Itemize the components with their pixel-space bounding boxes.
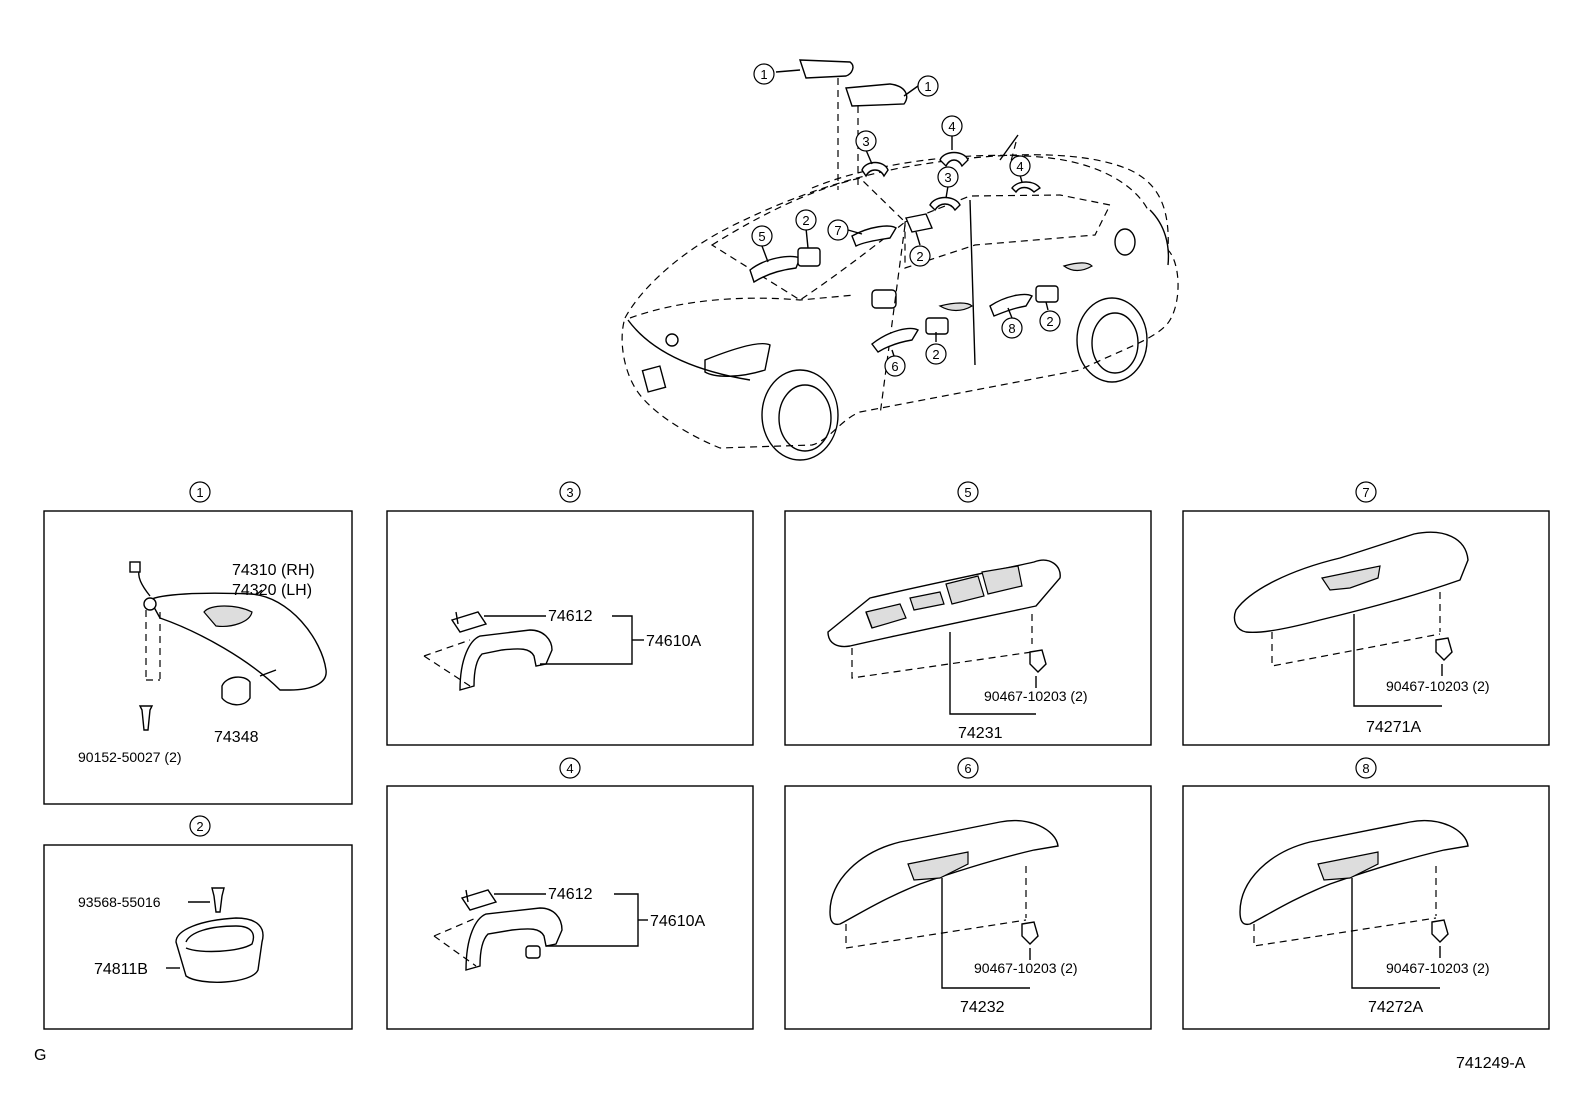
svg-text:2: 2 xyxy=(1046,314,1053,329)
coat-hook xyxy=(525,945,541,959)
grab-handle xyxy=(459,629,553,691)
svg-text:1: 1 xyxy=(760,67,767,82)
svg-text:4: 4 xyxy=(948,119,955,134)
label-74348: 74348 xyxy=(214,729,259,746)
section-number: 8 xyxy=(1362,761,1369,776)
section-number: 7 xyxy=(1362,485,1369,500)
section-4: 4 74612 74610A xyxy=(386,757,754,1030)
label-74232: 74232 xyxy=(960,999,1005,1016)
svg-text:2: 2 xyxy=(916,249,923,264)
visor-mirror xyxy=(203,605,253,627)
car-callout: 4 xyxy=(941,115,963,137)
section-1: 1 74310 (RH) 74320 (LH) 74348 90152-5002… xyxy=(43,481,353,805)
car-callout: 5 xyxy=(751,225,773,247)
section-8-box xyxy=(1182,785,1550,1030)
screw xyxy=(138,705,154,731)
label-74610a: 74610A xyxy=(646,633,701,650)
svg-text:5: 5 xyxy=(758,229,765,244)
car-callout: 2 xyxy=(795,209,817,231)
label-74811b: 74811B xyxy=(94,961,148,978)
car-callout: 7 xyxy=(827,219,849,241)
section-7: 7 90467-10203 (2) 74271A xyxy=(1182,481,1550,746)
label-93568: 93568-55016 xyxy=(78,894,161,910)
label-74610a: 74610A xyxy=(650,913,705,930)
handle-cap xyxy=(460,889,498,911)
section-number: 5 xyxy=(964,485,971,500)
car-callout: 4 xyxy=(1009,155,1031,177)
section-2: 2 93568-55016 74811B xyxy=(43,815,353,1030)
section-3: 3 74612 74610A xyxy=(386,481,754,746)
clip xyxy=(1029,649,1047,673)
car-callout: 1 xyxy=(917,75,939,97)
sun-visor xyxy=(149,592,327,691)
car-callout: 3 xyxy=(855,130,877,152)
clip xyxy=(1431,919,1449,943)
section-8: 8 90467-10203 (2) 74272A xyxy=(1182,757,1550,1030)
section-7-box xyxy=(1182,510,1550,746)
car-callout: 1 xyxy=(753,63,775,85)
section-5-box xyxy=(784,510,1152,746)
car-callout: 2 xyxy=(1039,310,1061,332)
pocket-cup xyxy=(175,917,264,983)
car-callout: 6 xyxy=(884,355,906,377)
label-90467: 90467-10203 (2) xyxy=(1386,960,1490,976)
car-callout: 2 xyxy=(925,343,947,365)
section-6: 6 90467-10203 (2) 74232 xyxy=(784,757,1152,1030)
diagram-code: 741249-A xyxy=(1456,1055,1526,1072)
label-90152: 90152-50027 (2) xyxy=(78,749,182,765)
label-90467: 90467-10203 (2) xyxy=(984,688,1088,704)
car-callouts: 1 1 3 4 3 4 2 7 5 2 2 8 2 6 xyxy=(751,63,1061,377)
svg-text:2: 2 xyxy=(932,347,939,362)
section-number: 6 xyxy=(964,761,971,776)
section-4-box xyxy=(386,785,754,1030)
section-6-box xyxy=(784,785,1152,1030)
label-74310: 74310 (RH) xyxy=(232,562,315,579)
handle-cap xyxy=(450,611,488,633)
car-callout: 3 xyxy=(937,166,959,188)
clip xyxy=(1435,637,1453,661)
svg-text:7: 7 xyxy=(834,223,841,238)
footer-left: G xyxy=(34,1047,46,1064)
car-callout: 2 xyxy=(909,245,931,267)
section-number: 4 xyxy=(566,761,573,776)
section-5: 5 90467-10203 (2) 74231 xyxy=(784,481,1152,746)
label-74231: 74231 xyxy=(958,725,1003,742)
label-74272a: 74272A xyxy=(1368,999,1423,1016)
svg-text:3: 3 xyxy=(944,170,951,185)
car-callout: 8 xyxy=(1001,317,1023,339)
section-3-box xyxy=(386,510,754,746)
visor-holder xyxy=(221,676,251,706)
svg-text:6: 6 xyxy=(891,359,898,374)
svg-text:2: 2 xyxy=(802,213,809,228)
car-overview xyxy=(621,59,1179,461)
svg-text:1: 1 xyxy=(924,79,931,94)
section-2-box xyxy=(43,844,353,1030)
clip xyxy=(1021,921,1039,945)
label-90467: 90467-10203 (2) xyxy=(1386,678,1490,694)
section-number: 1 xyxy=(196,485,203,500)
label-90467: 90467-10203 (2) xyxy=(974,960,1078,976)
section-number: 3 xyxy=(566,485,573,500)
label-74612: 74612 xyxy=(548,886,593,903)
svg-text:4: 4 xyxy=(1016,159,1023,174)
section-number: 2 xyxy=(196,819,203,834)
section-1-box xyxy=(43,510,353,805)
screw xyxy=(211,887,225,913)
grab-handle xyxy=(465,907,563,971)
label-74612: 74612 xyxy=(548,608,593,625)
label-74320: 74320 (LH) xyxy=(232,582,312,599)
svg-text:3: 3 xyxy=(862,134,869,149)
label-74271a: 74271A xyxy=(1366,719,1421,736)
svg-text:8: 8 xyxy=(1008,321,1015,336)
